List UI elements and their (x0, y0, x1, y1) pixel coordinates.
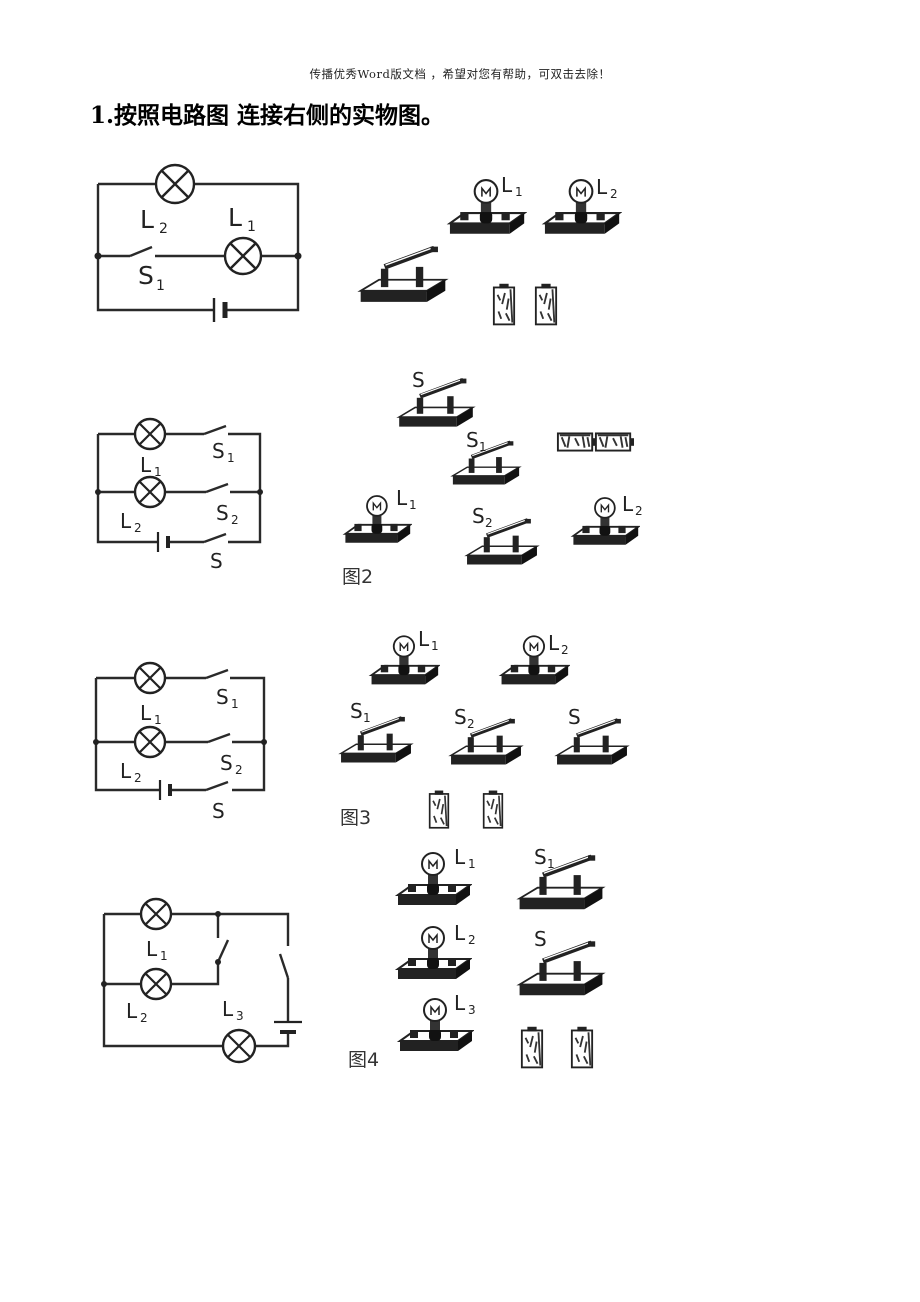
fig1-label-l2: L (596, 175, 608, 199)
label-s: S (212, 799, 225, 823)
label-s1: S (212, 439, 225, 463)
label-l1: L (140, 453, 152, 477)
battery-cell-2 (570, 1025, 594, 1069)
fig4-label-s: S (534, 927, 547, 951)
label-l2-sub: 2 (159, 221, 168, 237)
label-s1-sub: 1 (156, 278, 165, 294)
fig4-label-s1-sub: 1 (547, 857, 555, 871)
physical-figure-1: L 1 L 2 (355, 173, 621, 326)
fig2-label-s2-sub: 2 (485, 516, 493, 530)
label-l2-sub: 2 (134, 521, 142, 535)
battery-cell-2 (482, 790, 504, 829)
fig4-label-l2: L (454, 921, 466, 945)
bulb-apparatus-l1 (448, 179, 526, 235)
label-l3-sub: 3 (236, 1009, 244, 1023)
fig2-label-l1-sub: 1 (409, 498, 417, 512)
fig4-label-s1: S (534, 845, 547, 869)
watermark-header: 传播优秀Word版文档 ，希望对您有帮助，可双击去除！ (309, 67, 611, 81)
battery-cell-2 (534, 282, 558, 326)
fig3-label-s1: S (350, 699, 363, 723)
switch-apparatus-s1 (520, 855, 603, 909)
label-s1-sub: 1 (227, 451, 235, 465)
circuit-diagram-3: L 1 L 2 S 1 S 2 S (93, 661, 267, 823)
label-l3: L (222, 997, 234, 1021)
fig2-caption: 图2 (342, 566, 373, 588)
label-s2-sub: 2 (231, 513, 239, 527)
label-l1: L (228, 203, 242, 232)
fig1-label-l1: L (501, 173, 513, 197)
fig2-label-s: S (412, 368, 425, 392)
switch-apparatus-s (399, 379, 473, 427)
fig3-label-l2-sub: 2 (561, 643, 569, 657)
fig2-label-s2: S (472, 504, 485, 528)
label-l1-sub: 1 (154, 465, 162, 479)
fig3-label-s1-sub: 1 (363, 711, 371, 725)
physical-figure-2: S S 1 L 1 S 2 L 2 图2 (342, 368, 643, 588)
label-s2: S (216, 501, 229, 525)
physical-figure-3: L 1 L 2 S 1 S 2 S 图3 (336, 627, 656, 829)
circuit-diagram-4: L 1 L 2 L 3 (101, 897, 302, 1064)
fig3-caption: 图3 (340, 807, 371, 829)
switch-apparatus-s (520, 941, 603, 995)
fig3-label-s: S (568, 705, 581, 729)
label-l1-sub: 1 (247, 219, 256, 235)
battery-cell-1 (492, 282, 516, 326)
fig3-label-s2-sub: 2 (467, 717, 475, 731)
label-s1: S (216, 685, 229, 709)
question-title: 1.按照电路图 连接右侧的实物图。 (90, 102, 445, 129)
label-l2: L (120, 759, 132, 783)
fig2-label-s1: S (466, 428, 479, 452)
label-s1-sub: 1 (231, 697, 239, 711)
label-l2: L (126, 999, 138, 1023)
fig2-label-l2: L (622, 492, 634, 516)
battery-cell-1 (556, 432, 596, 452)
fig2-label-l2-sub: 2 (635, 504, 643, 518)
label-l2-sub: 2 (134, 771, 142, 785)
label-s2-sub: 2 (235, 763, 243, 777)
label-l1: L (146, 937, 158, 961)
label-l1: L (140, 701, 152, 725)
fig4-label-l1: L (454, 845, 466, 869)
label-s: S (210, 549, 223, 573)
label-l1-sub: 1 (160, 949, 168, 963)
fig1-label-l1-sub: 1 (515, 185, 523, 199)
switch-apparatus (361, 247, 446, 302)
label-l2: L (140, 205, 154, 234)
fig3-label-l2: L (548, 631, 560, 655)
physical-figure-4: L 1 S 1 L 2 S L 3 图4 (348, 845, 626, 1071)
fig1-label-l2-sub: 2 (610, 187, 618, 201)
label-s1: S (138, 261, 154, 290)
bulb-apparatus-l2 (543, 179, 621, 235)
battery-cell-1 (428, 790, 450, 829)
fig2-label-l1: L (396, 486, 408, 510)
fig4-caption: 图4 (348, 1049, 379, 1071)
label-l1-sub: 1 (154, 713, 162, 727)
fig4-label-l2-sub: 2 (468, 933, 476, 947)
fig3-label-s2: S (454, 705, 467, 729)
fig4-label-l1-sub: 1 (468, 857, 476, 871)
fig3-label-l1-sub: 1 (431, 639, 439, 653)
fig3-label-l1: L (418, 627, 430, 651)
label-l2-sub: 2 (140, 1011, 148, 1025)
fig2-label-s1-sub: 1 (479, 440, 487, 454)
fig4-label-l3-sub: 3 (468, 1003, 476, 1017)
battery-cell-1 (520, 1025, 544, 1069)
circuit-diagram-1: L 2 L 1 S 1 (94, 163, 302, 322)
circuit-diagram-2: L 1 L 2 S 1 S 2 S (95, 417, 263, 573)
fig4-label-l3: L (454, 991, 466, 1015)
switch-apparatus-s1 (341, 717, 411, 763)
battery-cell-2 (594, 432, 634, 452)
label-l2: L (120, 509, 132, 533)
label-s2: S (220, 751, 233, 775)
